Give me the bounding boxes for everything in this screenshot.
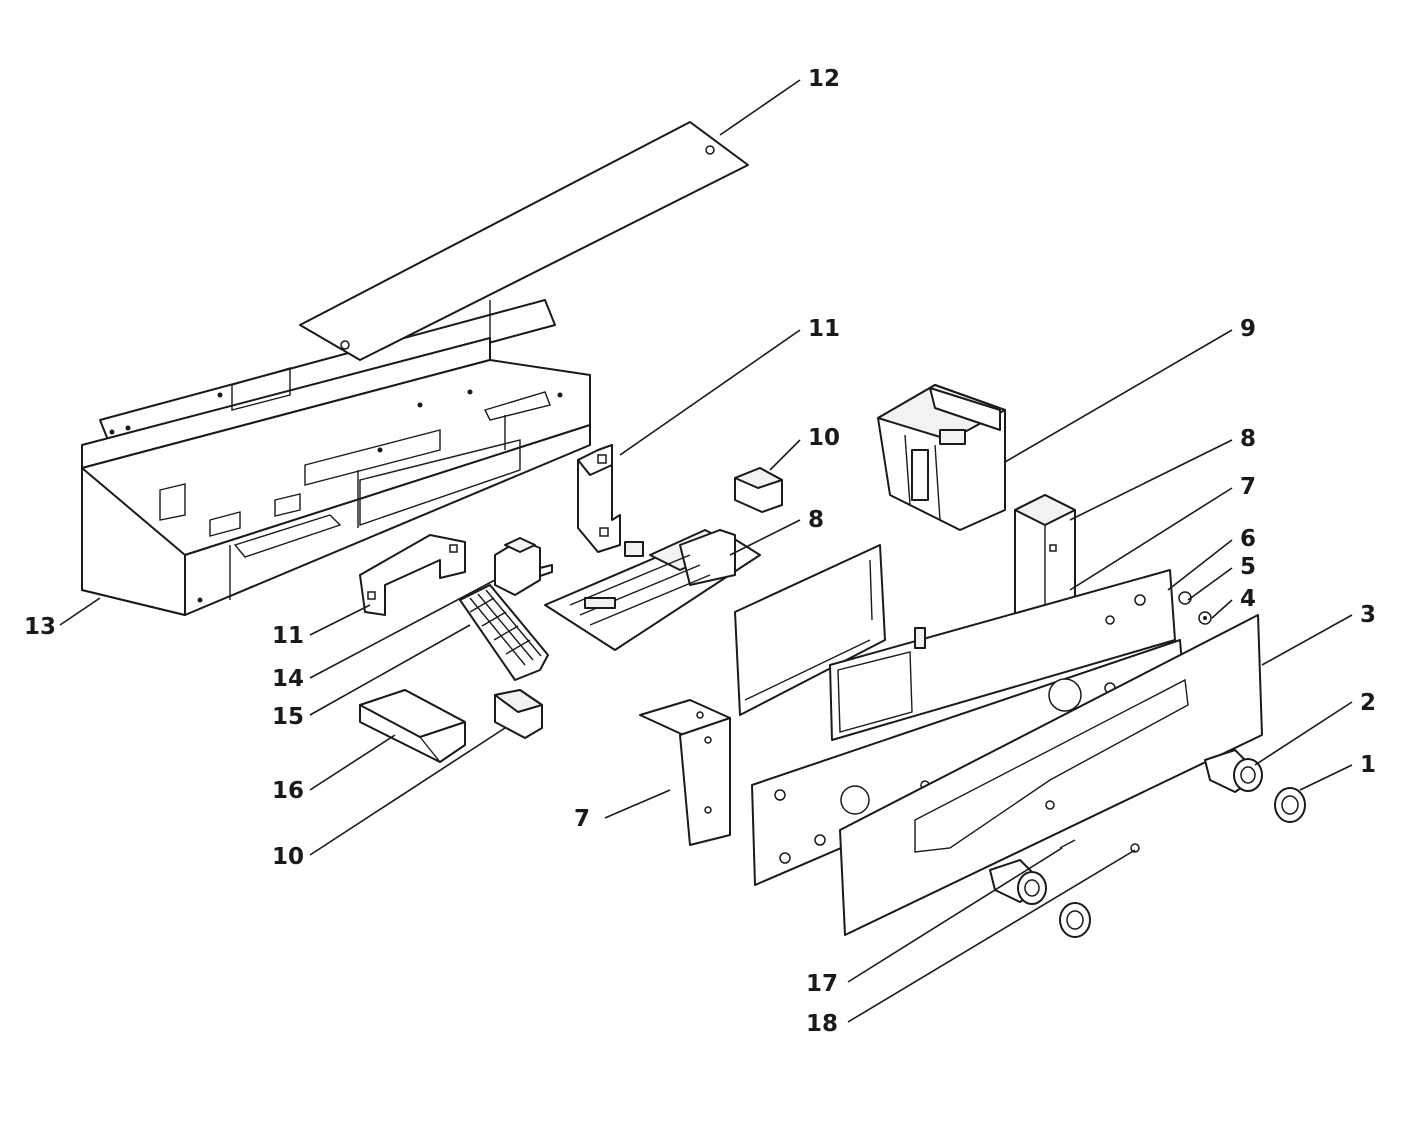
part-15-terminal-block	[459, 584, 549, 681]
label-1: 1	[1360, 752, 1376, 778]
label-17: 17	[806, 971, 838, 997]
part-5-cap	[1178, 591, 1192, 605]
label-6: 6	[1240, 526, 1256, 552]
label-11-lower: 11	[272, 623, 304, 649]
leader-lines	[59, 79, 1353, 1023]
label-15: 15	[272, 704, 304, 730]
part-7-bracket-lower	[639, 699, 731, 846]
part-6-frame	[829, 569, 1176, 741]
part-14-switch	[494, 537, 553, 596]
label-8-board: 8	[808, 507, 824, 533]
part-2-knob	[1204, 749, 1263, 793]
label-10-lower: 10	[272, 844, 304, 870]
label-11-upper: 11	[808, 316, 840, 342]
part-9-module	[877, 384, 1006, 531]
label-2: 2	[1360, 690, 1376, 716]
part-4-cap	[1198, 611, 1212, 625]
label-12: 12	[808, 66, 840, 92]
display-pcb-panel	[734, 544, 886, 716]
part-17-knob	[989, 839, 1076, 905]
part-10-relay-upper	[734, 467, 783, 513]
label-18: 18	[806, 1011, 838, 1037]
label-7-upper: 7	[1240, 474, 1256, 500]
label-10-upper: 10	[808, 425, 840, 451]
label-14: 14	[272, 666, 304, 692]
part-labels: 12 11 9 10 8 8 7 6 5 4 3 2 1 13 11 14 15…	[24, 66, 1376, 1037]
label-5: 5	[1240, 554, 1256, 580]
part-13-chassis-tray	[81, 299, 591, 616]
part-11-bracket-upper	[577, 444, 621, 553]
label-16: 16	[272, 778, 304, 804]
part-16-housing	[359, 689, 466, 763]
label-3: 3	[1360, 602, 1376, 628]
part-8-circuit-board	[544, 529, 761, 651]
part-10-relay-lower	[494, 689, 543, 739]
part-1-knob-cap	[1274, 787, 1306, 823]
label-8-post: 8	[1240, 426, 1256, 452]
part-18-knob-cap	[1059, 843, 1140, 938]
label-13: 13	[24, 614, 56, 640]
label-4: 4	[1240, 586, 1256, 612]
part-12-cover-plate	[299, 121, 749, 361]
label-9: 9	[1240, 316, 1256, 342]
label-7-lower: 7	[574, 806, 590, 832]
part-11-bracket-lower	[359, 534, 466, 616]
part-3-fascia-panel	[839, 614, 1263, 936]
